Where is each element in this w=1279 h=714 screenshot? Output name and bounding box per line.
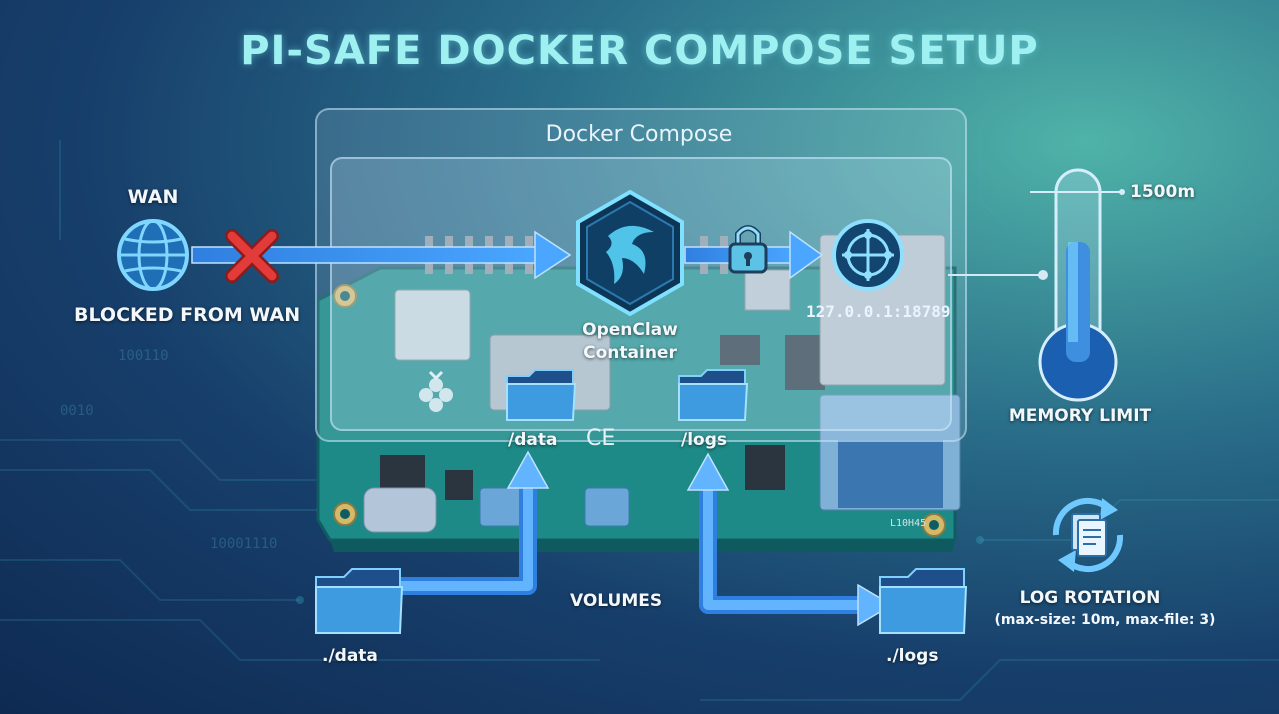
memory-limit-label: MEMORY LIMIT [1008,406,1152,426]
volumes-label: VOLUMES [570,591,663,611]
thermometer-icon [1030,168,1125,402]
network-node-icon [832,219,904,291]
container-data-path: /data [508,430,558,450]
wan-blocked-label: BLOCKED FROM WAN [74,304,301,326]
x-mark-icon [225,229,279,283]
board-id-marking: L10H45 [890,518,927,529]
globe-icon [117,219,189,291]
container-logs-path: /logs [681,430,728,450]
logs-volume-arrow [686,452,894,627]
svg-text:100110: 100110 [118,348,169,364]
folder-icon-container-data [506,369,577,421]
data-volume-arrow [400,450,550,595]
endpoint-address: 127.0.0.1:18789 [806,302,951,321]
container-name-line1: OpenClaw [582,320,678,340]
folder-icon-host-logs [879,568,968,634]
container-name-line2: Container [583,343,677,363]
svg-text:0010: 0010 [60,403,94,419]
folder-icon-container-logs [678,369,749,421]
host-data-path: ./data [322,646,378,666]
padlock-icon [728,225,768,274]
log-rotation-label: LOG ROTATION [1019,588,1161,608]
docker-compose-label: Docker Compose [545,122,733,147]
diagram-title: PI-SAFE DOCKER COMPOSE SETUP [240,28,1039,74]
host-logs-path: ./logs [886,646,939,666]
svg-text:10001110: 10001110 [210,536,277,552]
log-rotation-options: (max-size: 10m, max-file: 3) [994,612,1216,628]
memory-limit-value: 1500m [1130,182,1196,202]
openclaw-logo-icon [576,189,684,317]
log-rotation-icon [1052,497,1124,573]
wan-to-container-arrow [191,230,572,280]
ce-marking: CE [586,426,616,451]
folder-icon-host-data [315,568,404,634]
wan-label: WAN [127,186,179,208]
